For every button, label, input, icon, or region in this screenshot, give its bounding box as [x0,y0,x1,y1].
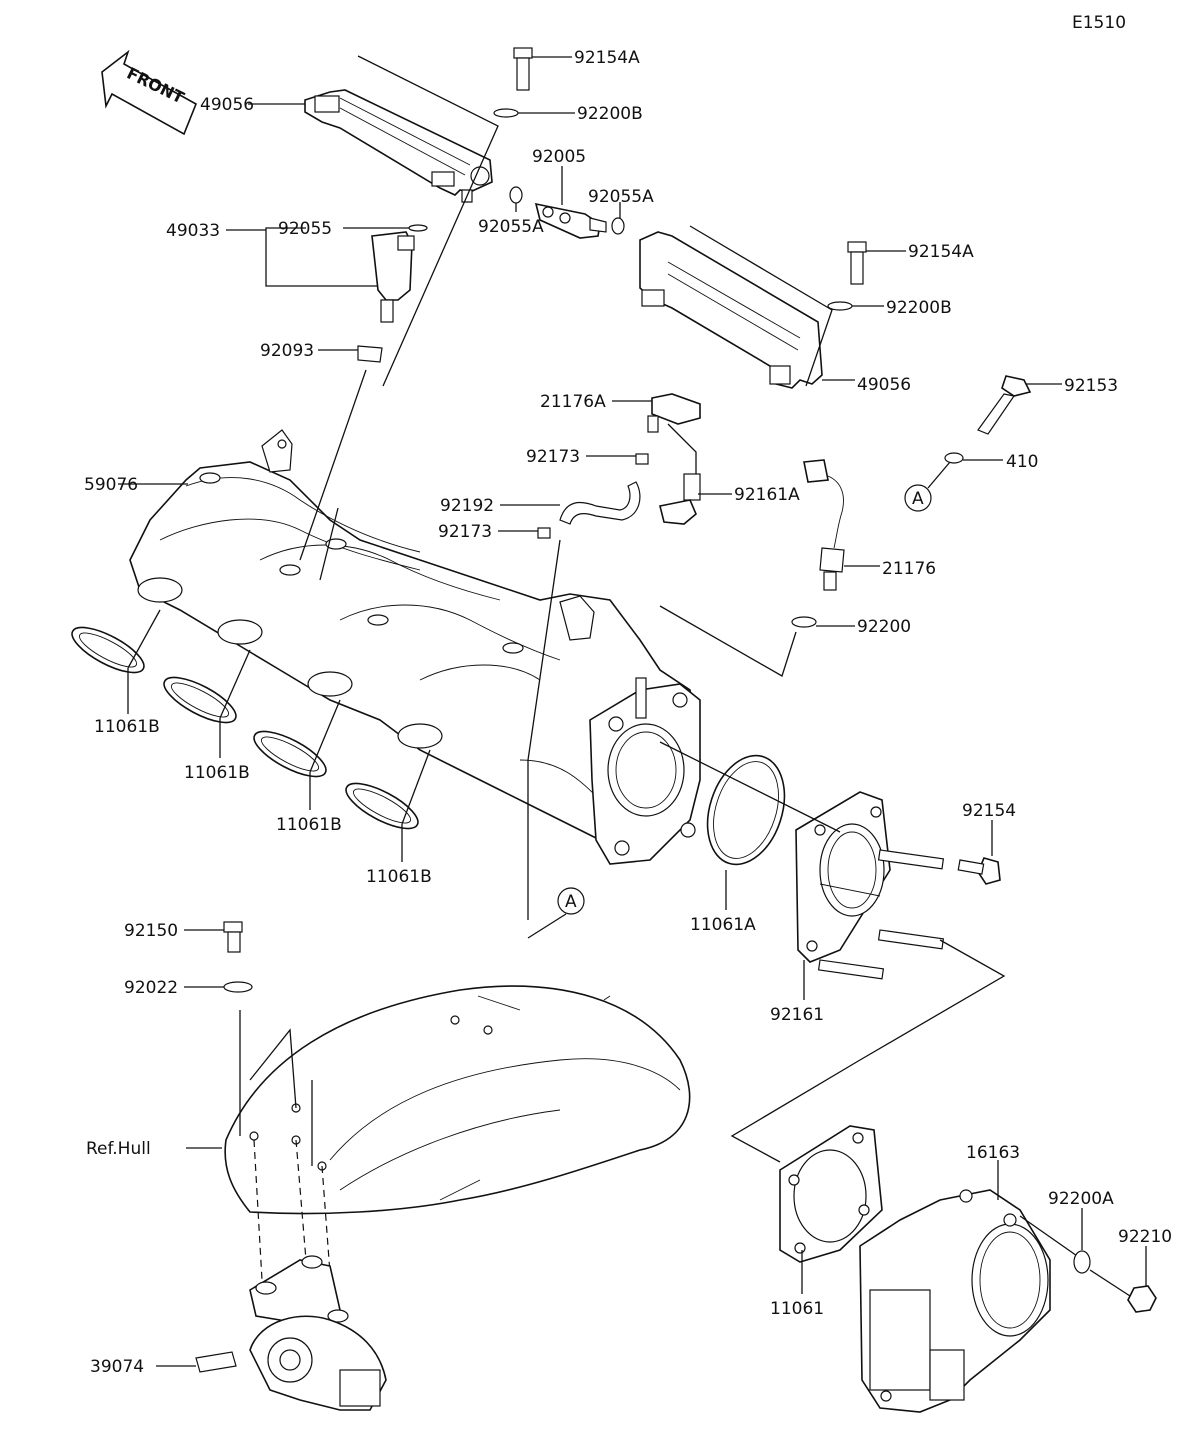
cap-92093 [357,345,383,363]
label-92154A-mid: 92154A [908,242,974,262]
label-11061B-4: 11061B [366,867,432,887]
label-92200B-top: 92200B [577,104,643,124]
oring-92055 [408,224,428,232]
label-92055A-left: 92055A [478,217,544,237]
oring-92055A-left [509,186,523,204]
label-410: 410 [1006,452,1038,472]
label-49056-left: 49056 [200,95,254,115]
label-11061B-3: 11061B [276,815,342,835]
label-92173-bottom: 92173 [438,522,492,542]
intake-manifold-59076 [129,429,701,865]
gasket-11061 [779,1125,883,1263]
label-92161: 92161 [770,1005,824,1025]
label-92055A-right: 92055A [588,187,654,207]
callout-a-right [904,484,932,512]
throttle-body-16163 [859,1189,1051,1413]
sensor-39074 [195,1255,387,1411]
label-11061A: 11061A [690,915,756,935]
front-arrow-icon: FRONT [101,49,198,136]
label-92022: 92022 [124,978,178,998]
washer-92200B-mid [827,301,853,311]
washer-92200 [791,616,817,628]
bolt-92154A-top [513,47,533,91]
hose-92192 [559,481,641,525]
label-92093: 92093 [260,341,314,361]
label-11061: 11061 [770,1299,824,1319]
label-92161A: 92161A [734,485,800,505]
callout-a-center [557,887,585,915]
gasket-11061B-3 [253,730,327,778]
label-92154: 92154 [962,801,1016,821]
label-49033: 49033 [166,221,220,241]
oring-92055A-right [611,217,625,235]
joint-92005 [534,202,607,239]
bolt-92153 [977,375,1032,435]
label-92055: 92055 [278,219,332,239]
bolt-92154 [957,857,1001,885]
label-92200A: 92200A [1048,1189,1114,1209]
sensor-21176A [647,393,701,433]
label-92154A-top: 92154A [574,48,640,68]
sensor-92161A [659,473,701,525]
label-39074: 39074 [90,1357,144,1377]
label-59076: 59076 [84,475,138,495]
spacer-92161 [795,791,945,980]
ring-11061A [706,754,786,866]
label-92173-top: 92173 [526,447,580,467]
nut-92210 [1127,1285,1157,1313]
bolt-92154A-mid [847,241,867,285]
label-16163: 16163 [966,1143,1020,1163]
label-21176: 21176 [882,559,936,579]
label-11061B-2: 11061B [184,763,250,783]
label-92200: 92200 [857,617,911,637]
diagram-code: E1510 [1072,13,1126,33]
label-21176A: 21176A [540,392,606,412]
gasket-11061B-2 [163,676,237,724]
fuel-rail-left [304,89,493,203]
sensor-21176 [803,459,845,591]
callout-a-right-text: A [912,489,924,509]
label-ref-hull: Ref.Hull [86,1139,151,1159]
washer-92200B-top [493,108,519,118]
label-92192: 92192 [440,496,494,516]
gasket-11061B-1 [71,626,145,674]
label-92153: 92153 [1064,376,1118,396]
fuel-rail-right [639,231,823,389]
label-49056-right: 49056 [857,375,911,395]
washer-92022 [223,981,253,993]
washer-410 [944,452,964,464]
clip-92173-bottom [537,527,551,539]
washer-92200A [1073,1250,1091,1274]
label-92210: 92210 [1118,1227,1172,1247]
label-92005: 92005 [532,147,586,167]
label-92150: 92150 [124,921,178,941]
bolt-92150 [223,921,243,953]
clip-92173-top [635,453,649,465]
gasket-11061B-4 [345,782,419,830]
label-11061B-1: 11061B [94,717,160,737]
label-92200B-mid: 92200B [886,298,952,318]
injector-49033 [371,231,415,323]
callout-a-center-text: A [565,892,577,912]
